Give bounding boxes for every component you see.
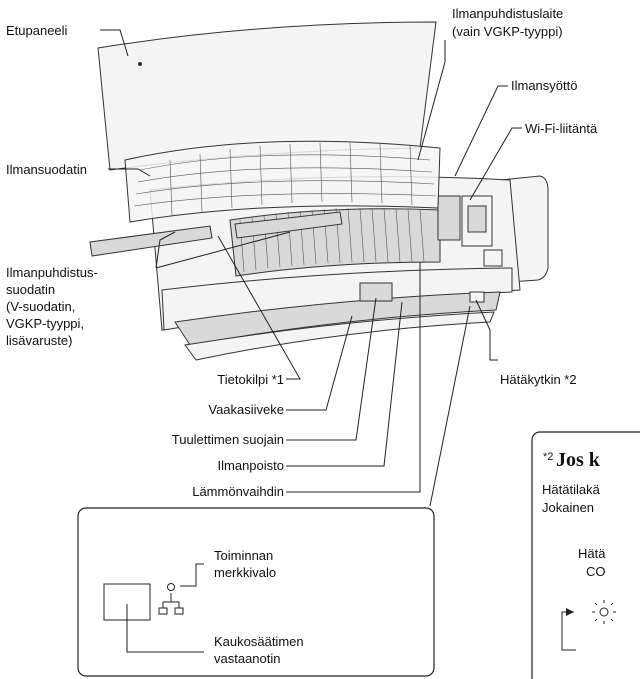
label-emergency-switch: Hätäkytkin *2 bbox=[500, 372, 577, 387]
note-title: Jos k bbox=[556, 449, 601, 471]
label-air-intake: Ilmansyöttö bbox=[511, 78, 577, 93]
label-operation-lamp-1: Toiminnan bbox=[214, 548, 273, 563]
label-air-filter: Ilmansuodatin bbox=[6, 162, 87, 177]
label-air-outlet: Ilmanpoisto bbox=[218, 458, 284, 473]
label-air-purifier: Ilmanpuhdistuslaite bbox=[452, 6, 563, 21]
indoor-unit-illustration bbox=[149, 175, 549, 361]
label-remote-receiver-2: vastaanotin bbox=[214, 651, 281, 666]
note-line-3: Hätä bbox=[578, 546, 606, 561]
label-air-purifier-type: (vain VGKP-tyyppi) bbox=[452, 24, 563, 39]
leader-lines bbox=[100, 29, 522, 507]
label-front-panel: Etupaneeli bbox=[6, 23, 68, 38]
label-louver: Vaakasiiveke bbox=[208, 402, 284, 417]
label-purifying-filter-4: VGKP-tyyppi, bbox=[6, 316, 84, 331]
label-purifying-filter-5: lisävaruste) bbox=[6, 333, 72, 348]
label-fan-guard: Tuulettimen suojain bbox=[172, 432, 284, 447]
note-superscript: *2 bbox=[543, 451, 553, 463]
label-heat-exchanger: Lämmönvaihdin bbox=[192, 484, 284, 499]
note-line-4: CO bbox=[586, 564, 606, 579]
label-wifi: Wi-Fi-liitäntä bbox=[525, 121, 598, 136]
label-purifying-filter-1: Ilmanpuhdistus- bbox=[6, 265, 98, 280]
note-line-2: Jokainen bbox=[542, 500, 594, 515]
label-purifying-filter-2: suodatin bbox=[6, 282, 55, 297]
air-purifying-filter-illustration bbox=[89, 211, 343, 257]
label-operation-lamp-2: merkkivalo bbox=[214, 565, 276, 580]
air-filter-illustration bbox=[124, 140, 441, 223]
emergency-note-box bbox=[531, 431, 640, 679]
remote-receiver-inset bbox=[77, 507, 435, 677]
label-remote-receiver-1: Kaukosäätimen bbox=[214, 634, 304, 649]
light-burst-icon bbox=[592, 600, 616, 624]
label-rating-plate: Tietokilpi *1 bbox=[217, 372, 284, 387]
label-purifying-filter-3: (V-suodatin, bbox=[6, 299, 75, 314]
note-line-1: Hätätilakä bbox=[542, 482, 601, 497]
